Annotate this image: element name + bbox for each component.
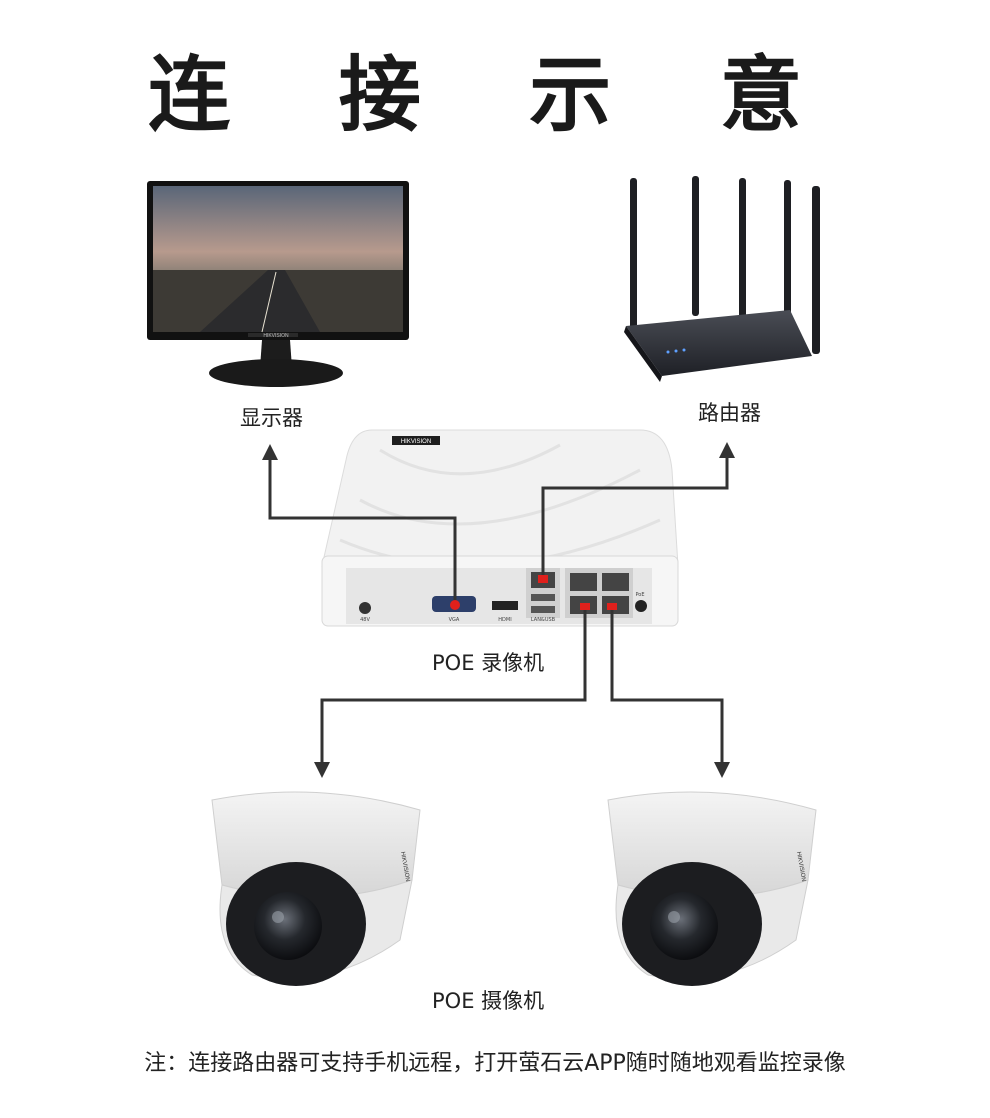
nvr-port-power-label: 48V — [360, 617, 370, 623]
router-label: 路由器 — [698, 401, 761, 425]
camera-right-image — [607, 791, 817, 986]
nvr-brand: HIKVISION — [401, 439, 431, 445]
connection-lines — [262, 442, 735, 778]
camera-left-connection-line — [320, 607, 587, 762]
monitor-label: 显示器 — [240, 406, 303, 430]
lan-port-highlight — [538, 575, 548, 583]
poe-port-2-highlight — [607, 603, 617, 610]
nvr-label: POE 录像机 — [432, 651, 545, 675]
nvr-port-hdmi-label: HDMI — [498, 617, 511, 623]
vga-port-highlight — [450, 600, 460, 610]
router-image — [624, 176, 820, 382]
nvr-image: HIKVISION — [321, 429, 679, 627]
page-title: 连 接 示 意 — [148, 48, 842, 143]
footnote: 注：连接路由器可支持手机远程，打开萤石云APP随时随地观看监控录像 — [144, 1051, 846, 1076]
port-highlights — [450, 575, 617, 610]
camera-right-arrowhead — [714, 762, 730, 778]
camera-left-image — [211, 791, 421, 986]
camera-right-connection-line — [610, 607, 724, 762]
monitor-brand: HIKVISION — [263, 333, 289, 339]
nvr-port-vga-label: VGA — [449, 617, 460, 623]
poe-port-1-highlight — [580, 603, 590, 610]
camera-label: POE 摄像机 — [432, 989, 545, 1013]
nvr-port-lan-usb-label: LAN&USB — [531, 617, 556, 623]
monitor-connection-line — [268, 460, 457, 605]
camera-left-arrowhead — [314, 762, 330, 778]
nvr-port-poe-label: PoE — [635, 592, 644, 598]
router-arrowhead — [719, 442, 735, 458]
router-connection-line — [541, 458, 729, 580]
camera-left-brand: HIKVISION — [399, 851, 410, 882]
camera-right-brand: HIKVISION — [795, 851, 806, 882]
monitor-arrowhead — [262, 444, 278, 460]
monitor-image — [147, 181, 409, 387]
